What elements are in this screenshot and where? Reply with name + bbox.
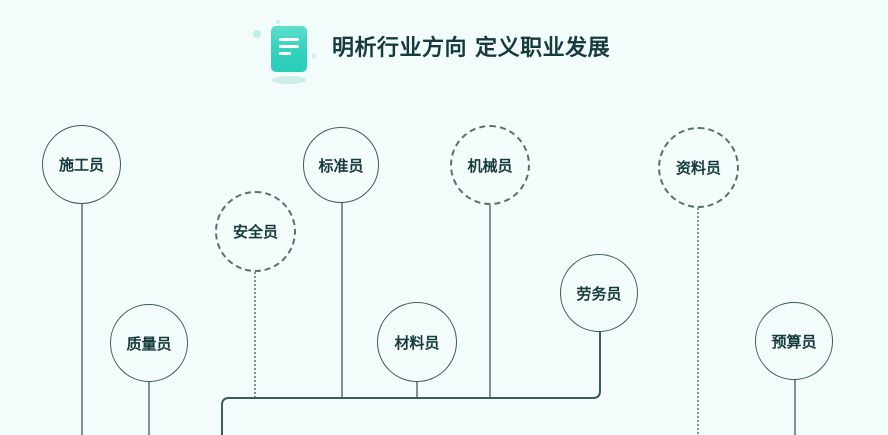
role-label: 材料员 <box>394 333 440 352</box>
role-label: 预算员 <box>771 332 817 351</box>
role-label: 资料员 <box>675 159 721 177</box>
role-node-safety: 安全员 <box>215 191 296 272</box>
role-label: 施工员 <box>58 156 104 174</box>
role-node-labor: 劳务员 <box>560 254 638 332</box>
role-label: 机械员 <box>467 156 513 175</box>
role-node-documents: 资料员 <box>658 127 739 208</box>
role-node-construction: 施工员 <box>42 125 121 204</box>
role-node-materials: 材料员 <box>377 302 457 382</box>
role-node-machinery: 机械员 <box>450 125 530 205</box>
role-label: 标准员 <box>318 156 364 175</box>
header: 明析行业方向 定义职业发展 <box>248 18 668 84</box>
role-label: 劳务员 <box>576 284 622 303</box>
role-node-budget: 预算员 <box>755 302 833 380</box>
page-title: 明析行业方向 定义职业发展 <box>332 36 611 61</box>
role-label: 安全员 <box>232 223 278 241</box>
role-node-quality: 质量员 <box>110 304 188 382</box>
role-label: 质量员 <box>126 334 172 353</box>
connector-labor-bus <box>221 332 601 435</box>
role-node-standards: 标准员 <box>303 127 379 203</box>
document-icon <box>253 19 317 84</box>
